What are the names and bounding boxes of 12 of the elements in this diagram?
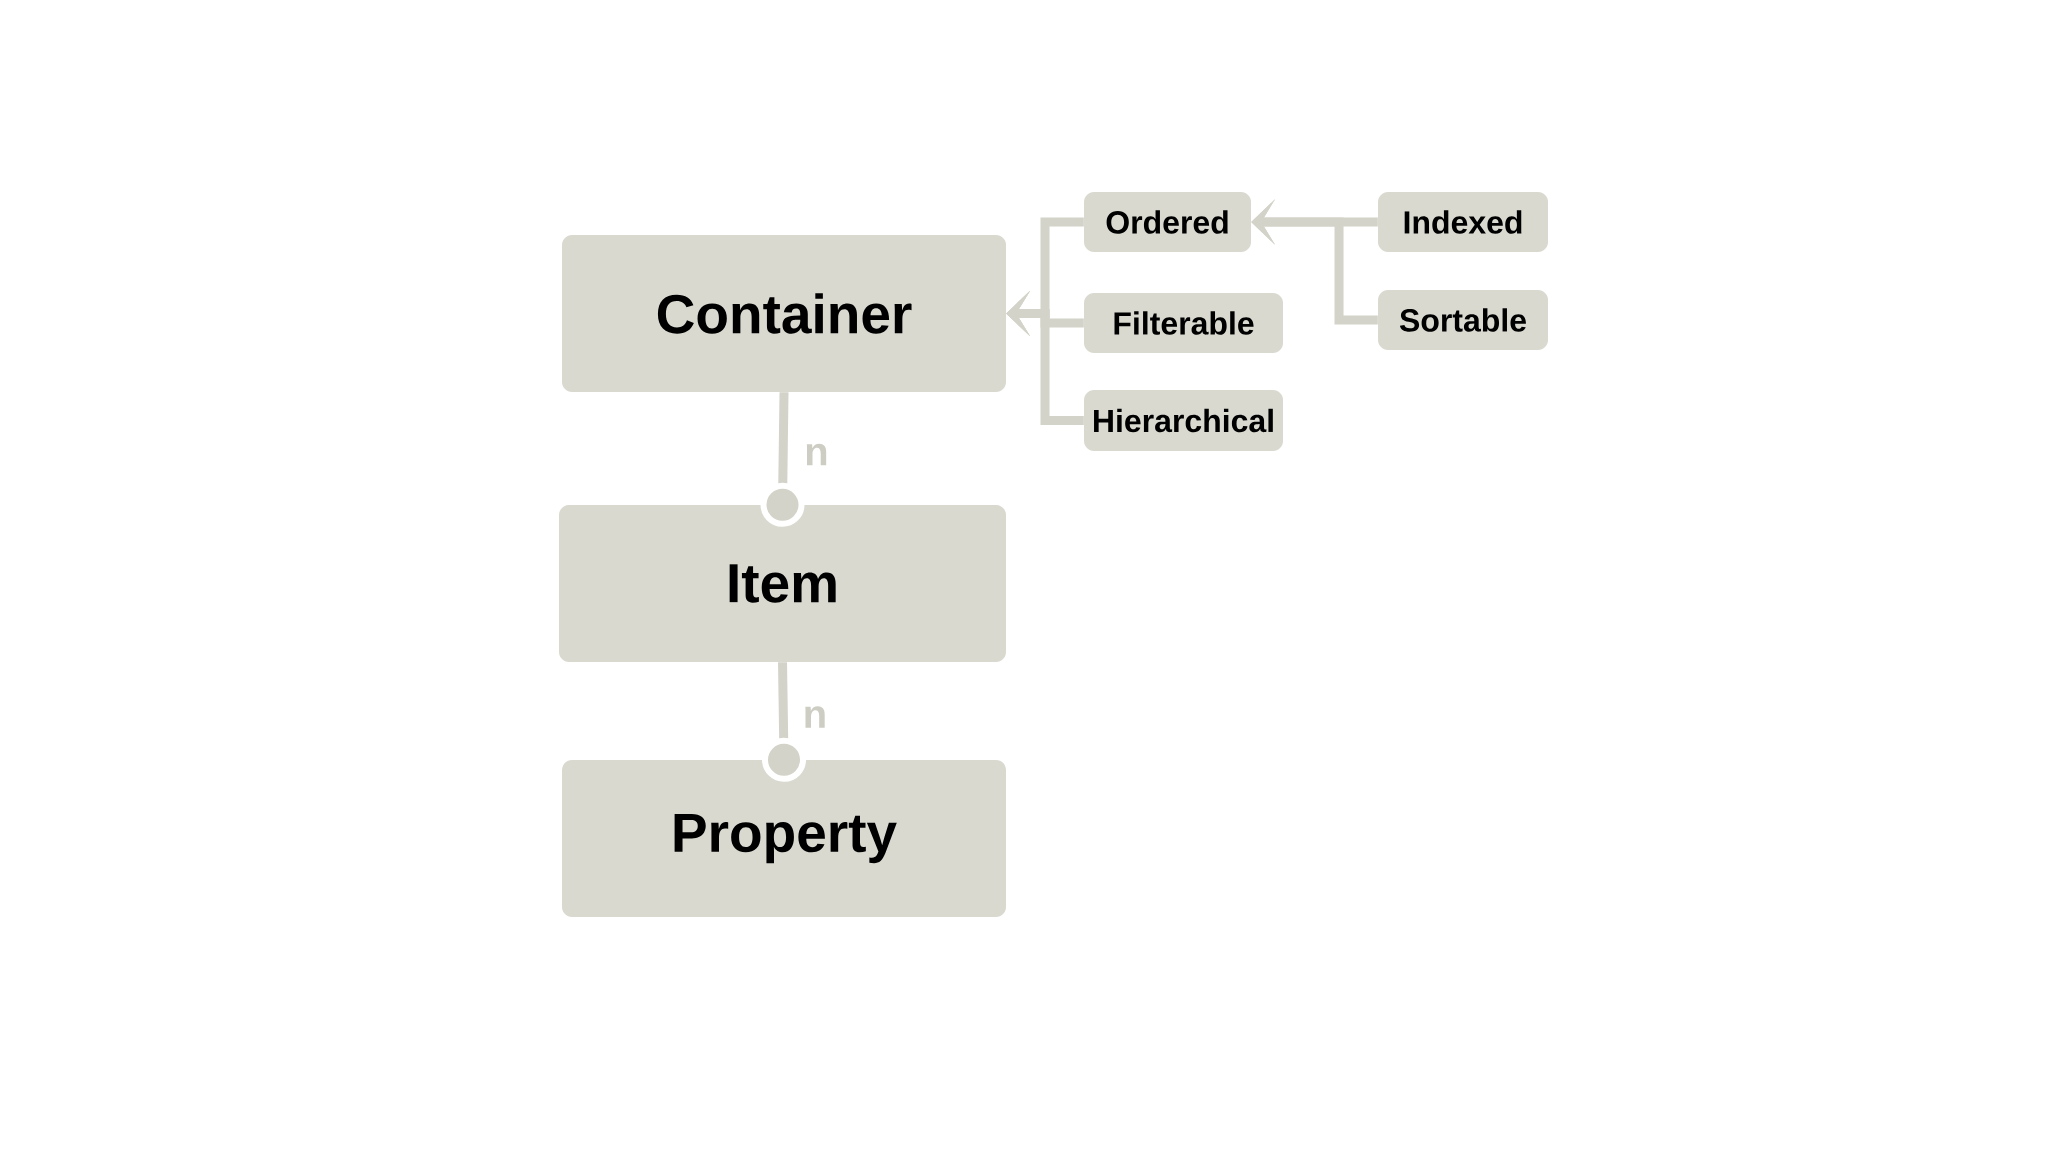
connector (760, 392, 805, 527)
class-box: Container (562, 235, 1006, 392)
interface-box: Hierarchical (1084, 390, 1283, 451)
class-box: Item (559, 505, 1006, 662)
interface-box: Sortable (1378, 290, 1548, 350)
connector (762, 662, 806, 782)
edge-label: n (800, 704, 830, 730)
edge-label: n (802, 441, 831, 468)
interface-box: Ordered (1084, 192, 1251, 252)
interface-box: Indexed (1378, 192, 1548, 252)
interface-box: Filterable (1084, 293, 1283, 353)
class-box: Property (562, 760, 1006, 917)
